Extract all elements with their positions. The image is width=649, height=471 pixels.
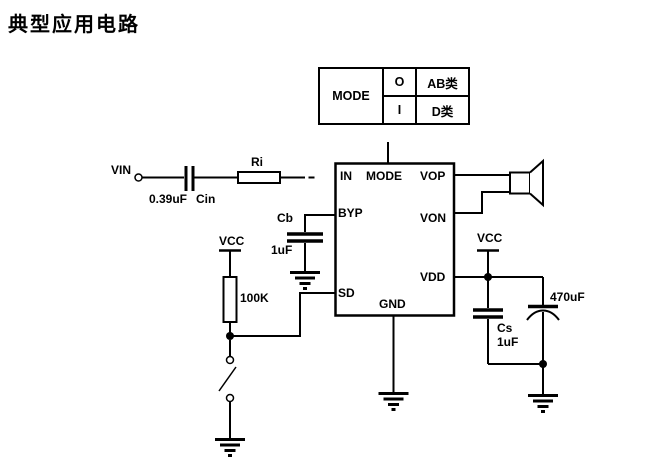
- resistor-ri-icon: [237, 171, 281, 184]
- mode-truth-table: MODE O AB类 I D类: [318, 67, 470, 125]
- vin-label: VIN: [111, 163, 132, 177]
- ground-ic-icon: [378, 392, 409, 411]
- ground-cb-icon: [290, 271, 320, 290]
- mode-table-header: MODE: [320, 69, 384, 123]
- capacitor-470uf-icon: [526, 304, 560, 321]
- vcc-left-label: VCC: [219, 234, 245, 248]
- vcc-right-label: VCC: [477, 231, 503, 245]
- cs-name-label: Cs: [497, 321, 513, 335]
- wire-byp: [304, 214, 335, 232]
- capacitor-cin-icon: [184, 166, 195, 191]
- ic-body: [334, 162, 456, 317]
- ground-switch-icon: [215, 438, 245, 457]
- cs-value-label: 1uF: [497, 335, 519, 349]
- capacitor-cb-icon: [287, 232, 323, 243]
- speaker-icon: [509, 158, 544, 208]
- mode-table-body: O AB类 I D类: [384, 69, 468, 123]
- wire-von: [454, 191, 510, 214]
- pin-sd-label: SD: [338, 286, 355, 300]
- table-row: O AB类: [384, 69, 468, 97]
- pin-mode-label: MODE: [366, 169, 402, 183]
- page-title: 典型应用电路: [8, 14, 140, 36]
- mode-class-d: D类: [431, 104, 454, 119]
- shutdown-switch-icon: [218, 340, 237, 438]
- table-row: I D类: [384, 97, 468, 123]
- ground-output-icon: [528, 394, 558, 413]
- pin-byp-label: BYP: [338, 206, 363, 220]
- mode-class-ab: AB类: [427, 76, 458, 91]
- cout-value-label: 470uF: [550, 290, 585, 304]
- cin-name-label: Cin: [196, 192, 216, 206]
- pin-in-label: IN: [340, 169, 352, 183]
- wire-sd: [230, 292, 335, 337]
- cin-value-label: 0.39uF: [149, 192, 188, 206]
- pin-gnd-label: GND: [379, 297, 406, 311]
- capacitor-cs-icon: [473, 308, 503, 319]
- mode-state-o: O: [384, 69, 417, 95]
- pin-vop-label: VOP: [420, 169, 446, 183]
- mode-state-i: I: [384, 97, 417, 123]
- cb-value-label: 1uF: [271, 243, 293, 257]
- vin-terminal-icon: [134, 173, 143, 182]
- pulldown-value-label: 100K: [240, 291, 269, 305]
- ri-name-label: Ri: [251, 155, 263, 169]
- resistor-100k-icon: [222, 276, 238, 323]
- pin-von-label: VON: [420, 211, 447, 225]
- cb-name-label: Cb: [277, 211, 293, 225]
- pin-vdd-label: VDD: [420, 270, 446, 284]
